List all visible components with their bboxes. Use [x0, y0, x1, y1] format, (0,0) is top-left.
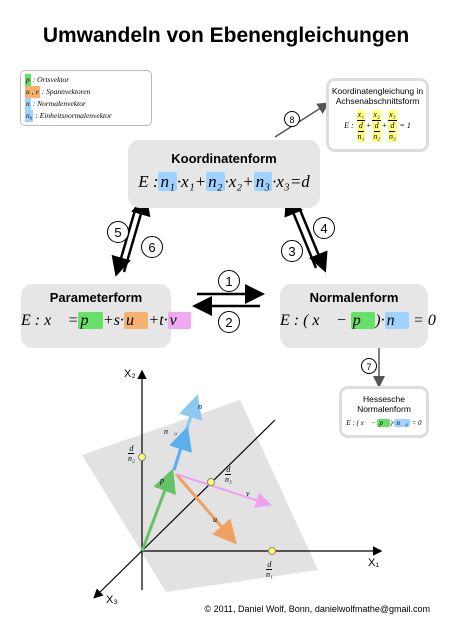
parameterform-equation: E : x⃗ =p⃗+s·u⃗+t·v⃗ — [21, 312, 192, 329]
vector-u — [174, 473, 237, 545]
vector-n0 — [169, 426, 193, 471]
u-label: u⃗ — [213, 515, 224, 524]
v-label: v⃗ — [246, 489, 256, 498]
plane — [82, 400, 318, 592]
hessesche-box: Hessesche Normalenform E : ( x⃗ − p⃗)·n⃗… — [339, 386, 429, 438]
x3-axis — [93, 419, 276, 599]
x3-axis-label: X₃ — [106, 594, 118, 606]
arrow-8 — [274, 102, 330, 138]
page-title: Umwandeln von Ebenengleichungen — [42, 24, 410, 47]
step-5-circle: 5 — [107, 221, 129, 243]
koordinatenform-box: Koordinatenform E :n₁·x₁+n₂·x₂+n₃·x₃=d — [128, 140, 320, 208]
vector-v — [175, 473, 272, 508]
step-2-circle: 2 — [218, 311, 240, 333]
copyright: © 2011, Daniel Wolf, Bonn, danielwolfmat… — [204, 604, 430, 614]
x3-intercept — [207, 478, 215, 486]
n0-label: n⃗₀ — [164, 427, 178, 436]
arrow-6 — [122, 195, 151, 273]
legend-item-normalenvektor: n: Normalenvektor — [25, 98, 86, 110]
achsenabschnitt-label-1: Koordinatengleichung in — [331, 86, 424, 96]
hessesche-label-2: Normalenform — [357, 404, 411, 414]
parameterform-box: Parameterform E : x⃗ =p⃗+s·u⃗+t·v⃗ — [21, 284, 192, 348]
step-6-circle: 6 — [141, 236, 163, 258]
x1-intercept — [268, 547, 276, 555]
step-4-circle: 4 — [313, 217, 335, 239]
n-label: n⃗ — [198, 402, 209, 411]
achsenabschnittsform-box: Koordinatengleichung in Achsenabschnitts… — [326, 78, 429, 152]
step-3-circle: 3 — [281, 240, 303, 262]
x2-intercept — [138, 453, 146, 461]
step-1-circle: 1 — [218, 270, 240, 292]
arrow-4 — [294, 199, 328, 273]
achsenabschnitt-label-2: Achsenabschnittsform — [335, 96, 420, 106]
legend-item-ortsvektor: p: Ortsvektor — [25, 74, 70, 86]
hessesche-label-1: Hessesche — [362, 394, 406, 404]
parameterform-title: Parameterform — [49, 290, 143, 305]
hessesche-equation: E : ( x⃗ − p⃗)·n⃗₀ = 0 — [346, 419, 422, 427]
normalenform-title: Normalenform — [309, 290, 399, 305]
koordinatenform-title: Koordinatenform — [171, 151, 277, 166]
legend-item-einheitsnormalenvektor: n₀: Einheitsnormalenvektor — [25, 110, 112, 122]
legend: p: Ortsvektor u , v: Spannvektoren n: No… — [20, 70, 152, 126]
koordinatenform-equation: E :n₁·x₁+n₂·x₂+n₃·x₃=d — [138, 172, 310, 191]
vector-p — [140, 468, 176, 552]
x1-axis-label: X₁ — [368, 557, 380, 569]
step-8-circle: 8 — [284, 111, 300, 127]
normalenform-box: Normalenform E : ( x⃗ − p⃗)·n⃗ = 0 — [280, 284, 436, 348]
normalenform-equation: E : ( x⃗ − p⃗)·n⃗ = 0 — [280, 312, 436, 329]
step-7-circle: 7 — [361, 358, 377, 374]
x2-axis-label: X₂ — [124, 368, 136, 380]
legend-item-spannvektoren: u , v: Spannvektoren — [25, 86, 91, 98]
p-label: p⃗ — [160, 476, 171, 485]
